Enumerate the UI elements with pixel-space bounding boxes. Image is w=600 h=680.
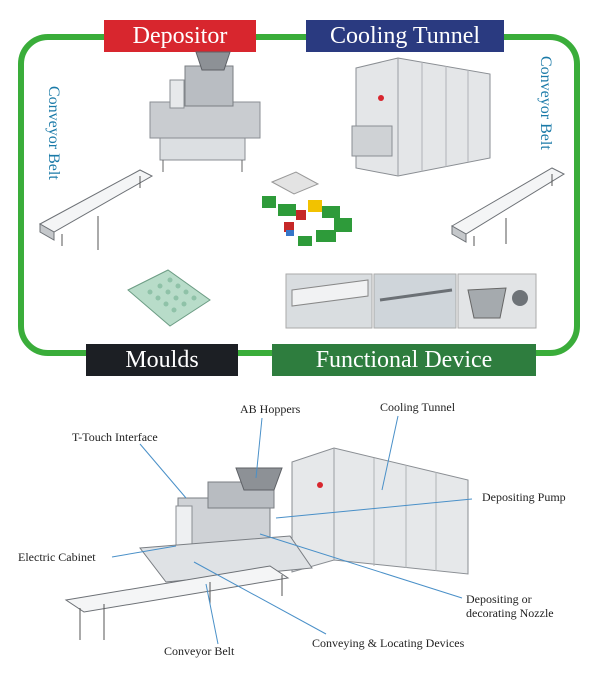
electric-cabinet-label: Electric Cabinet bbox=[18, 550, 96, 564]
depositor-machine-image bbox=[149, 51, 261, 172]
nozzle-label-line1: Depositing or bbox=[466, 592, 532, 606]
t-touch-interface-label: T-Touch Interface bbox=[72, 430, 158, 444]
nozzle-label-line2: decorating Nozzle bbox=[466, 606, 554, 620]
ab-hoppers-label: AB Hoppers bbox=[240, 402, 301, 416]
conveyor-belt-left-label: Conveyor Belt bbox=[45, 86, 62, 180]
depositing-pump-label: Depositing Pump bbox=[482, 490, 566, 504]
cooling-tunnel-tag: Cooling Tunnel bbox=[306, 20, 504, 52]
conveyor-right-image bbox=[450, 167, 566, 246]
moulds-tag: Moulds bbox=[86, 344, 238, 376]
functional-device-photos bbox=[285, 273, 537, 329]
functional-device-tag: Functional Device bbox=[272, 344, 536, 376]
conveying-locating-devices-label: Conveying & Locating Devices bbox=[312, 636, 465, 650]
process-schematic-image bbox=[262, 171, 352, 246]
cooling-tunnel-image bbox=[351, 57, 491, 177]
callout-lines bbox=[111, 415, 473, 645]
depositor-tag: Depositor bbox=[104, 20, 256, 52]
full-production-line-image bbox=[64, 447, 469, 640]
conveyor-belt-callout: Conveyor Belt bbox=[164, 644, 235, 658]
conveyor-belt-right-label: Conveyor Belt bbox=[537, 56, 554, 150]
cooling-tunnel-callout: Cooling Tunnel bbox=[380, 400, 456, 414]
mould-tray-image bbox=[127, 269, 211, 327]
conveyor-left-image bbox=[38, 169, 154, 250]
